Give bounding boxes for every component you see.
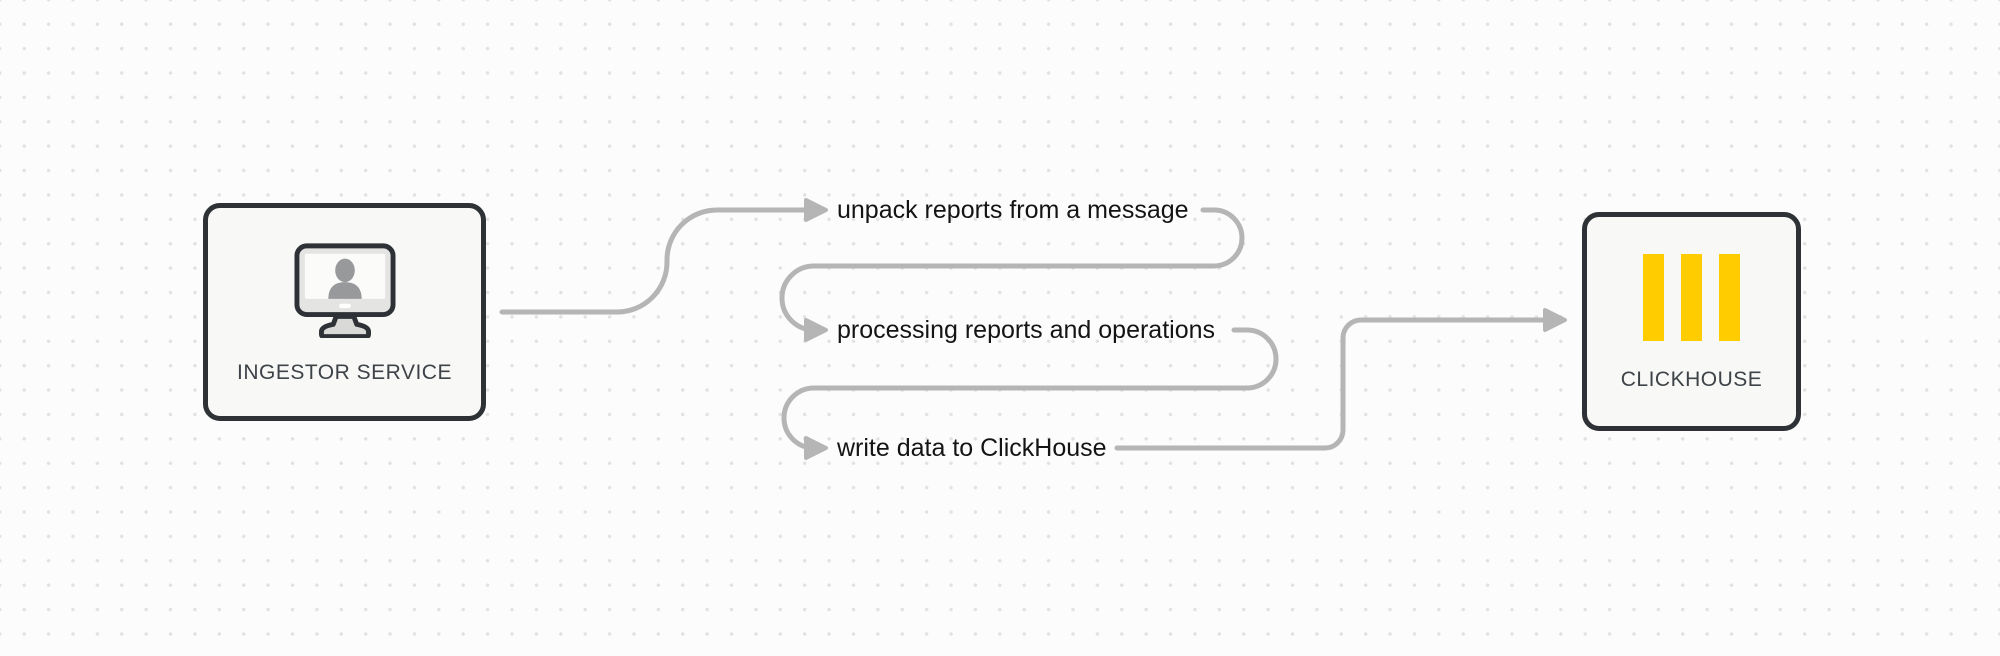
- node-label-ingestor: INGESTOR SERVICE: [237, 360, 452, 384]
- clickhouse-bar: [1719, 253, 1740, 341]
- connector-ingestor-to-step1: [499, 207, 808, 315]
- monitor-user-icon: [293, 242, 396, 338]
- connector-step2-to-step3: [781, 327, 1279, 451]
- clickhouse-bar: [1681, 253, 1702, 341]
- step-label-unpack: unpack reports from a message: [837, 196, 1189, 224]
- arrowhead-icon: [804, 198, 828, 222]
- clickhouse-logo-icon: [1643, 253, 1740, 341]
- connector-step3-to-clickhouse: [1114, 317, 1549, 451]
- step-label-write: write data to ClickHouse: [837, 434, 1107, 462]
- step-label-processing: processing reports and operations: [837, 316, 1216, 344]
- node-clickhouse: CLICKHOUSE: [1582, 212, 1801, 431]
- connector-step1-to-step2: [779, 207, 1245, 333]
- arrowhead-icon: [804, 318, 828, 342]
- arrowhead-icon: [1543, 308, 1567, 332]
- node-ingestor-service: INGESTOR SERVICE: [203, 203, 486, 421]
- clickhouse-bar: [1643, 253, 1664, 341]
- arrowhead-icon: [804, 436, 828, 460]
- node-label-clickhouse: CLICKHOUSE: [1620, 367, 1763, 391]
